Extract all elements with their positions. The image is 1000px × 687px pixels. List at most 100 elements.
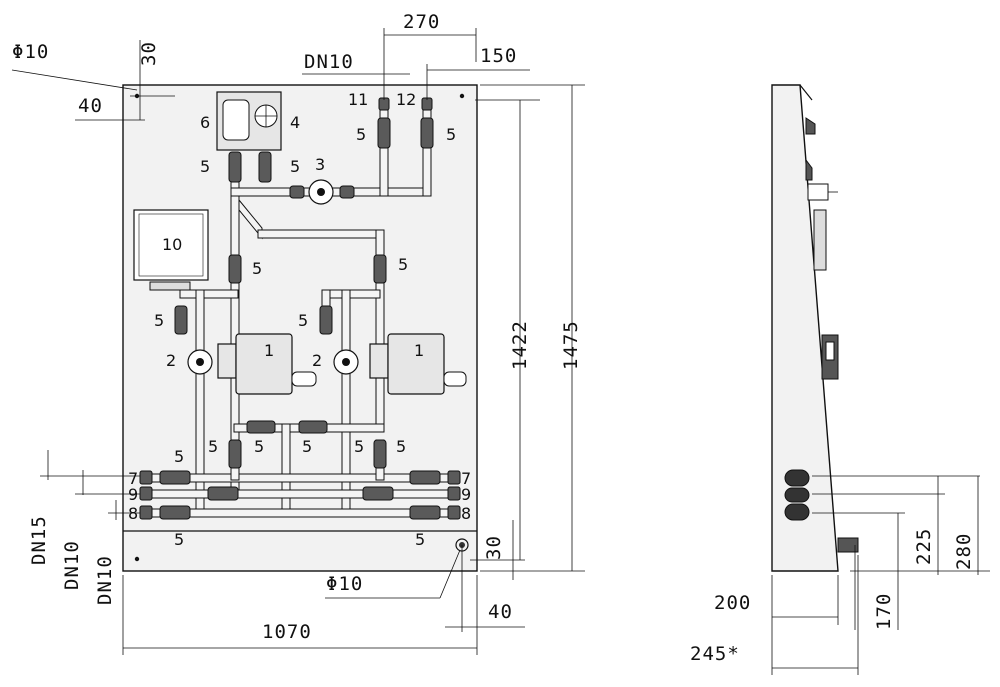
dim-dn10-a: DN10 [61,540,83,590]
ball-valves [139,97,461,520]
valve-mid-1 [246,420,276,434]
side-dim-245: 245* [690,643,740,665]
label-5: 5 [298,311,308,330]
valve-m7-right [409,470,441,485]
label-6: 6 [200,113,210,132]
inlet-8-left [139,505,153,520]
valve-m8-left [159,505,191,520]
flow-meter-2-left [187,349,213,375]
label-8-right: 8 [461,504,471,523]
side-panel [771,84,839,572]
label-7-left: 7 [128,469,138,488]
side-dim-280: 280 [953,533,975,570]
unit-6 [222,99,250,141]
valve-4 [258,151,272,183]
flow-meter-2-right [333,349,359,375]
inlet-8-right [447,505,461,520]
label-5: 5 [290,157,300,176]
label-5: 5 [415,530,425,549]
unit-6-4-housing [216,91,282,151]
valve-6 [228,151,242,183]
dim-1422: 1422 [509,320,531,370]
label-9-right: 9 [461,485,471,504]
side-dim-200: 200 [714,592,751,614]
dim-dn10-b: DN10 [94,555,116,605]
label-12: 12 [396,90,416,109]
inlet-7-right [447,470,461,485]
side-view: 170 225 280 200 245* [690,84,990,675]
valve-m9-right [362,486,394,501]
label-11: 11 [348,90,368,109]
label-1-right: 1 [414,341,424,360]
label-4: 4 [290,113,300,132]
valve-3-left [289,185,305,199]
dim-40-bottom: 40 [488,601,513,623]
controller-10 [133,209,209,291]
side-manifold-9 [784,487,810,503]
side-manifold-8 [784,503,810,521]
label-7-right: 7 [461,469,471,488]
valve-mid-2 [298,420,328,434]
valve-3-right [339,185,355,199]
dim-40-top: 40 [78,95,103,117]
valve-left-2 [174,305,188,335]
label-5: 5 [154,311,164,330]
valve-right-2 [319,305,333,335]
valve-low-right [373,439,387,469]
valve-m9-left [207,486,239,501]
mounting-hole-bottom-left [134,556,140,562]
dim-dn10-top: DN10 [304,51,354,73]
label-5: 5 [252,259,262,278]
mounting-hole-top-right [459,93,465,99]
label-2-right: 2 [312,351,322,370]
side-fitting-top [805,117,816,135]
dim-30-top: 30 [138,41,160,66]
inlet-9-right [447,486,461,501]
label-5: 5 [354,437,364,456]
label-5: 5 [200,157,210,176]
label-5: 5 [446,125,456,144]
valve-11 [377,117,391,149]
dim-150: 150 [480,45,517,67]
front-dimensions: 270 150 DN10 Φ10 30 40 1422 1475 [11,11,585,655]
front-view: 11 12 6 4 3 10 1 1 2 2 7 9 8 7 9 8 5 5 5… [11,11,585,655]
label-5: 5 [398,255,408,274]
side-dim-170: 170 [873,593,895,630]
dim-1070: 1070 [262,621,312,643]
valve-m8-right [409,505,441,520]
valve-m7-left [159,470,191,485]
pump-1-right [369,333,467,395]
flow-meter-3 [308,179,334,205]
label-10: 10 [162,235,182,254]
valve-right-mid [373,254,387,284]
dim-hole-bottom: Φ10 [326,573,363,595]
side-dim-225: 225 [913,528,935,565]
side-flow-meter [807,183,829,201]
side-drain [837,537,859,553]
label-5: 5 [254,437,264,456]
valve-left-mid [228,254,242,284]
label-3: 3 [315,155,325,174]
component-labels: 11 12 6 4 3 10 1 1 2 2 7 9 8 7 9 8 5 5 5… [128,90,471,549]
label-5: 5 [356,125,366,144]
label-1-left: 1 [264,341,274,360]
label-5: 5 [396,437,406,456]
side-controller [813,209,827,271]
dim-1475: 1475 [560,320,582,370]
dim-30-bottom: 30 [483,535,505,560]
label-5: 5 [208,437,218,456]
label-9-left: 9 [128,485,138,504]
label-5: 5 [302,437,312,456]
side-manifold-7 [784,469,810,487]
label-5: 5 [174,447,184,466]
dim-270: 270 [403,11,440,33]
pump-1-left [217,333,317,395]
valve-low-left [228,439,242,469]
inlet-7-left [139,470,153,485]
valve-12 [420,117,434,149]
label-2-left: 2 [166,351,176,370]
label-8-left: 8 [128,504,138,523]
dim-hole-top: Φ10 [12,41,49,63]
dim-dn15: DN15 [28,515,50,565]
